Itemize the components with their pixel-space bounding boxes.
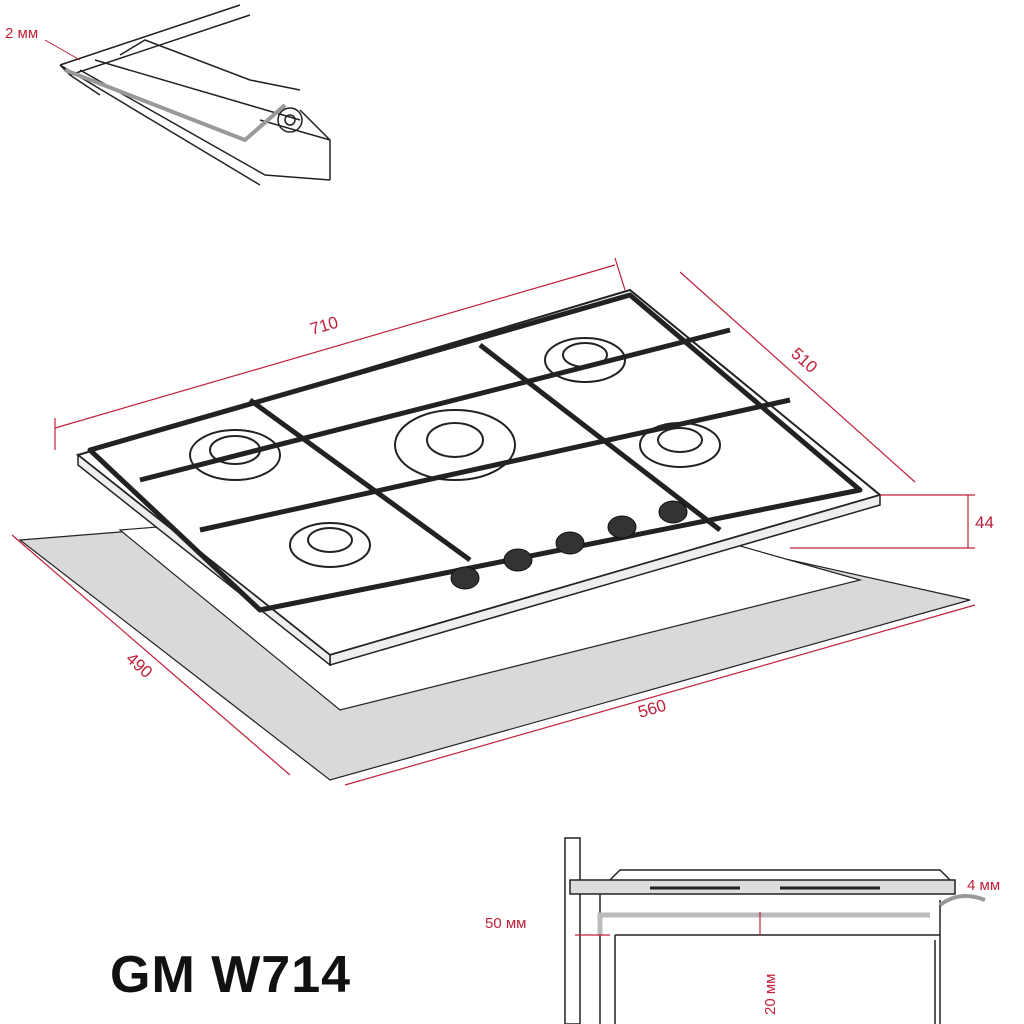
knob <box>607 515 637 539</box>
seal-gap-label: 2 мм <box>5 25 38 42</box>
install-dimension-lines <box>575 912 761 936</box>
knob <box>503 548 533 572</box>
cutout-depth-dimension: 490 <box>122 649 156 682</box>
control-knobs <box>450 500 688 590</box>
seal-gap-leader <box>44 39 81 61</box>
seal-detail <box>59 4 331 186</box>
dimension-lines <box>11 257 976 786</box>
side-clearance-label: 50 мм <box>485 915 526 932</box>
hob <box>75 288 883 667</box>
installation-section <box>564 837 986 1024</box>
knob <box>555 531 585 555</box>
cutout-width-dimension: 560 <box>636 696 669 722</box>
front-gap-label: 4 мм <box>967 877 1000 894</box>
model-title: GM W714 <box>110 946 352 1004</box>
bottom-clearance-label: 20 мм <box>762 974 779 1015</box>
width-dimension: 710 <box>308 313 341 339</box>
height-dimension: 44 <box>975 513 994 532</box>
knob <box>450 566 480 590</box>
knob <box>658 500 688 524</box>
